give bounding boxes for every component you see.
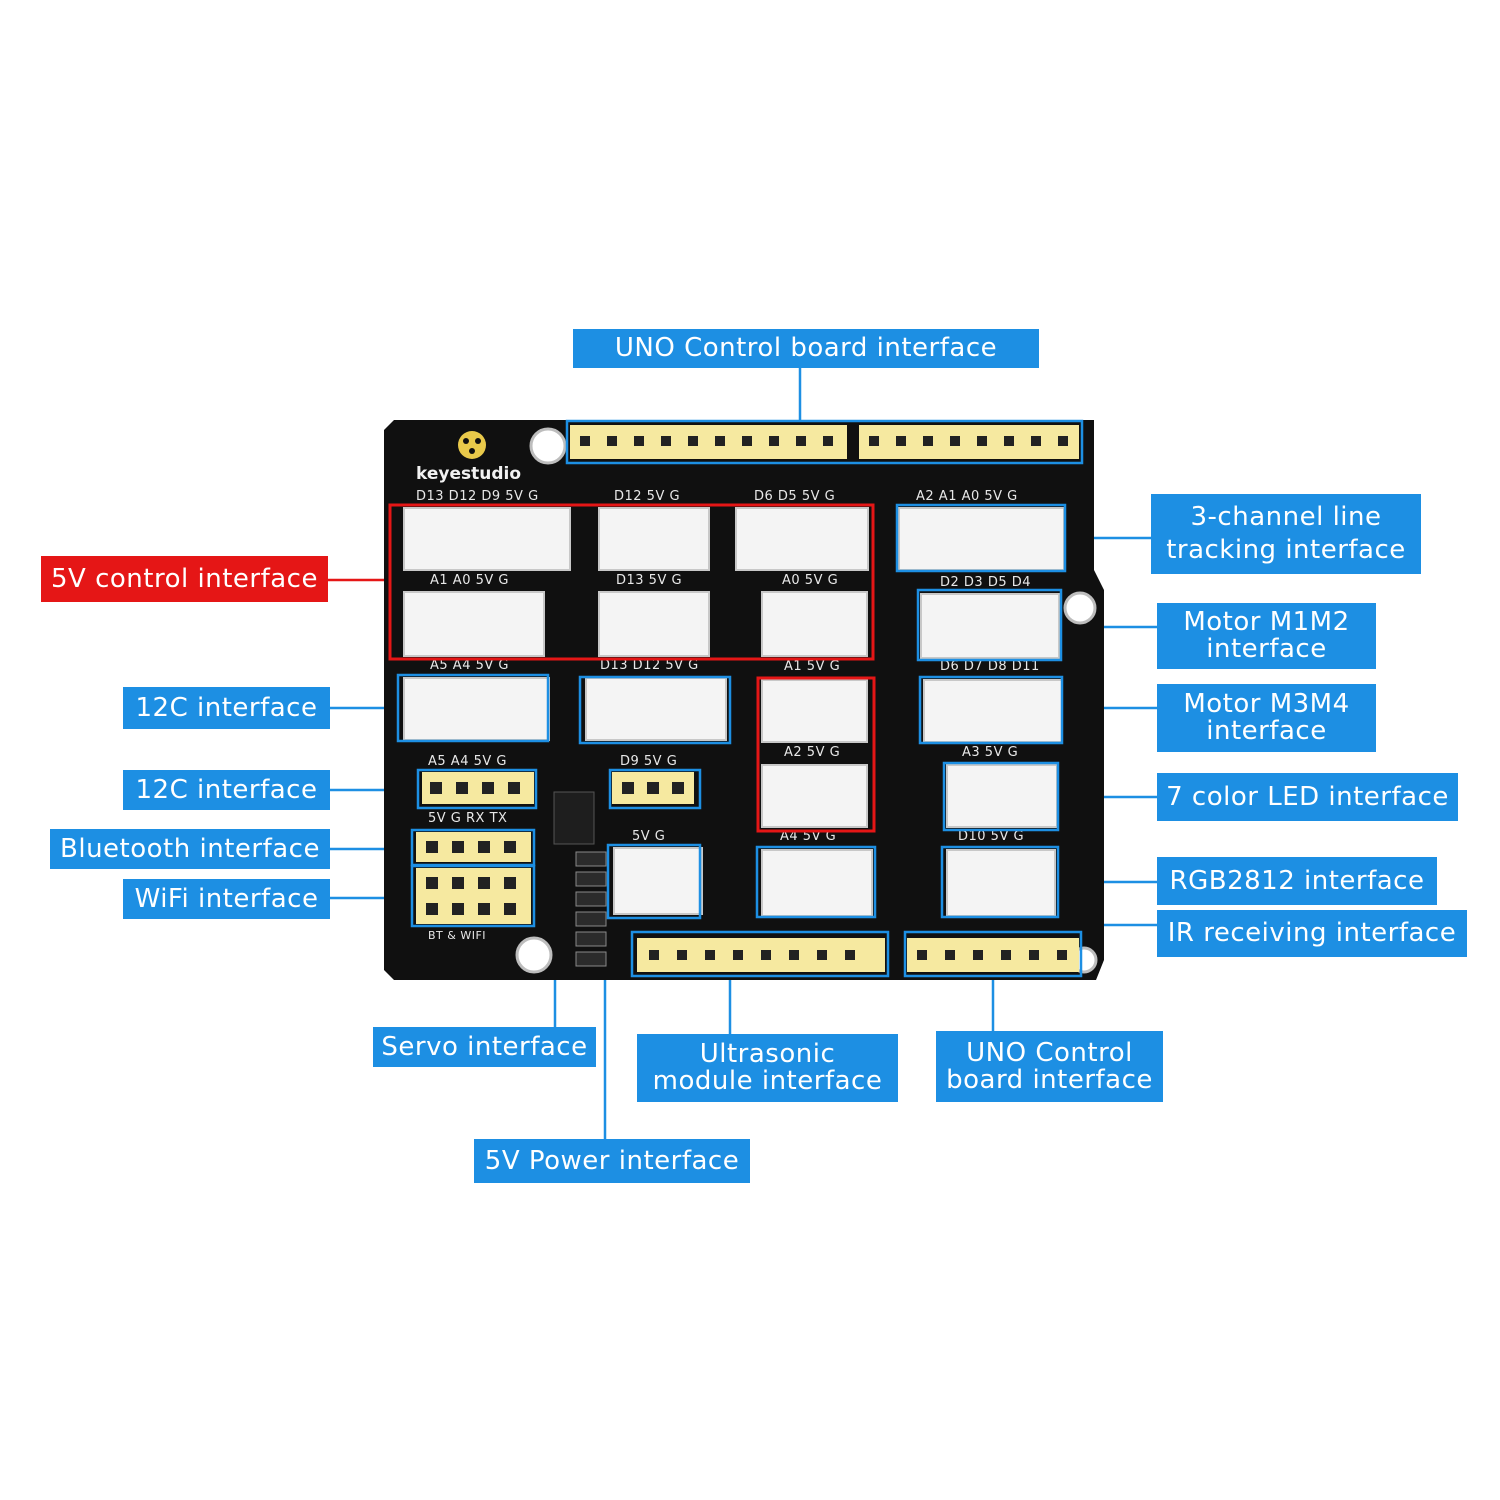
pin-label: D13 5V G xyxy=(616,573,683,588)
callout-text: 12C interface xyxy=(135,774,318,805)
pin-label: D13 D12 D9 5V G xyxy=(416,489,539,504)
callout-line-tracking: 3-channel line tracking interface xyxy=(1151,494,1421,574)
callout-text: 5V control interface xyxy=(51,563,318,594)
brand-logo-text: keyestudio xyxy=(416,464,522,484)
callout-text: RGB2812 interface xyxy=(1169,865,1425,896)
pin-label: BT & WIFI xyxy=(428,929,487,942)
callout-text: WiFi interface xyxy=(134,883,319,914)
pin-label: D2 D3 D5 D4 xyxy=(940,575,1032,590)
pin-label: D9 5V G xyxy=(620,754,678,769)
callout-i2c-2: 12C interface xyxy=(123,770,330,810)
callout-rgb2812: RGB2812 interface xyxy=(1157,857,1437,905)
callout-bluetooth: Bluetooth interface xyxy=(50,829,330,869)
callout-ultrasonic: Ultrasonic module interface xyxy=(637,1034,898,1102)
callout-5v-control: 5V control interface xyxy=(41,556,328,602)
shield-board xyxy=(384,420,1104,980)
pin-label: A1 A0 5V G xyxy=(430,573,509,588)
pin-label: A1 5V G xyxy=(784,659,841,674)
callout-text-line1: Motor M3M4 xyxy=(1183,689,1350,719)
callout-5v-power: 5V Power interface xyxy=(474,1139,750,1183)
pin-label: A2 A1 A0 5V G xyxy=(916,489,1018,504)
pin-label: D13 D12 5V G xyxy=(600,658,699,673)
callout-text: IR receiving interface xyxy=(1167,918,1457,948)
pin-label: 5V G xyxy=(632,829,666,844)
pin-label: A5 A4 5V G xyxy=(428,754,507,769)
callout-text: UNO Control board interface xyxy=(614,333,998,363)
pin-label: D10 5V G xyxy=(958,829,1025,844)
pin-label: D12 5V G xyxy=(614,489,681,504)
pin-label: A0 5V G xyxy=(782,573,839,588)
callout-motor-m1m2: Motor M1M2 interface xyxy=(1157,603,1376,669)
pin-label: A3 5V G xyxy=(962,745,1019,760)
pin-label: A5 A4 5V G xyxy=(430,658,509,673)
pin-label: D6 D5 5V G xyxy=(754,489,836,504)
callout-i2c-1: 12C interface xyxy=(123,687,330,729)
callout-text: 5V Power interface xyxy=(484,1145,740,1176)
pin-label: D6 D7 D8 D11 xyxy=(940,659,1040,674)
callout-text-line2: board interface xyxy=(946,1064,1153,1095)
callout-text-line1: Ultrasonic xyxy=(699,1039,836,1069)
callout-servo: Servo interface xyxy=(373,1027,596,1067)
callout-7-color-led: 7 color LED interface xyxy=(1157,773,1458,821)
callout-text-line1: UNO Control xyxy=(966,1037,1133,1068)
callout-uno-board-bottom: UNO Control board interface xyxy=(936,1031,1163,1102)
callout-uno-board-top: UNO Control board interface xyxy=(573,329,1039,368)
callout-text: Bluetooth interface xyxy=(60,833,320,864)
pin-label: 5V G RX TX xyxy=(428,811,508,826)
callout-text-line1: 3-channel line xyxy=(1190,502,1382,532)
callout-text-line2: interface xyxy=(1206,716,1327,746)
callout-ir-receiving: IR receiving interface xyxy=(1157,910,1467,957)
callout-text-line1: Motor M1M2 xyxy=(1183,607,1350,637)
callout-text-line2: module interface xyxy=(652,1066,883,1096)
callout-text: 7 color LED interface xyxy=(1166,781,1449,812)
callout-motor-m3m4: Motor M3M4 interface xyxy=(1157,684,1376,752)
pin-label: A4 5V G xyxy=(780,829,837,844)
callout-text-line2: interface xyxy=(1206,634,1327,664)
pin-label: A2 5V G xyxy=(784,745,841,760)
callout-text-line2: tracking interface xyxy=(1166,535,1406,565)
callout-text: Servo interface xyxy=(381,1031,588,1062)
callout-wifi: WiFi interface xyxy=(123,879,330,919)
callout-text: 12C interface xyxy=(135,692,318,723)
